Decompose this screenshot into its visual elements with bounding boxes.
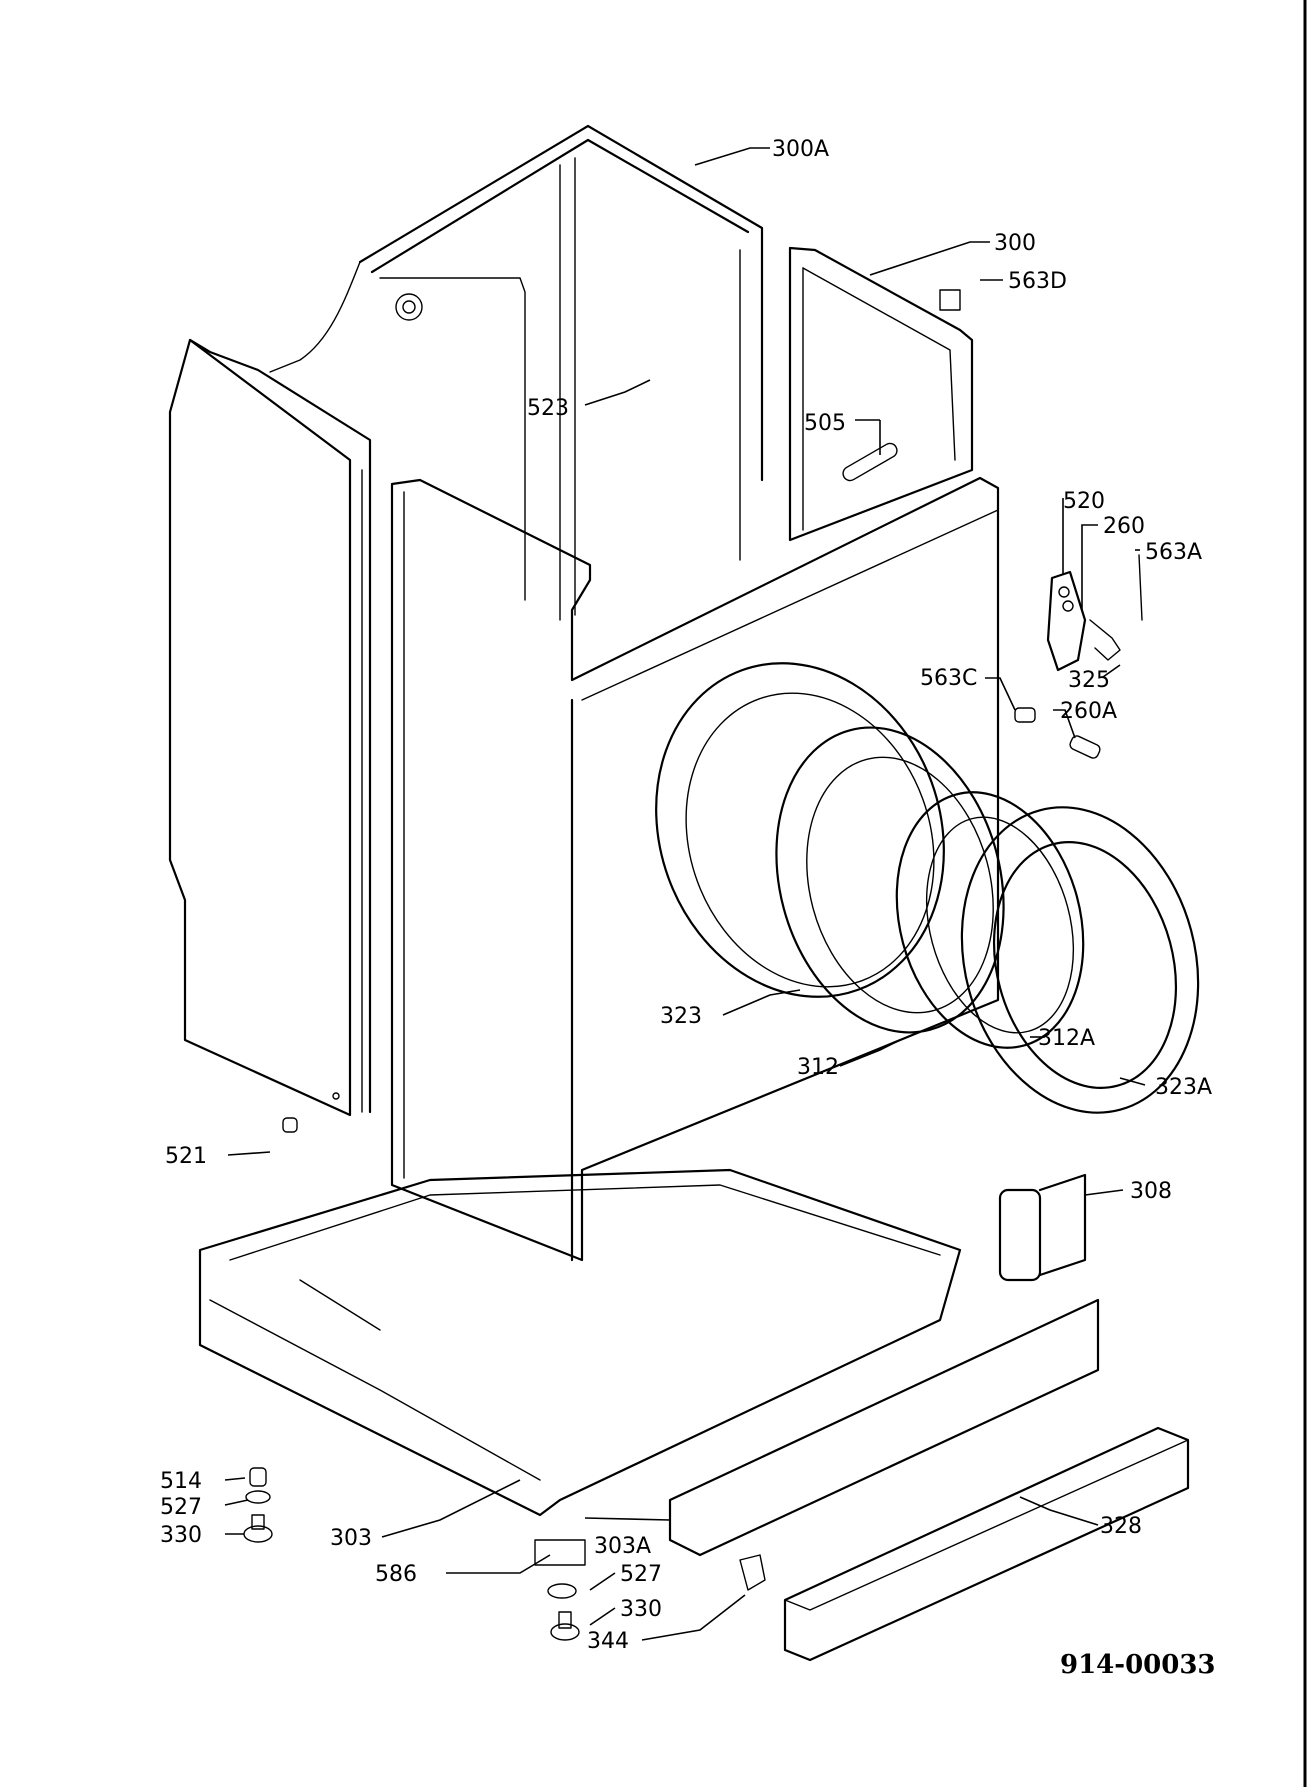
small-parts	[282, 289, 1101, 1133]
base-frame-303	[198, 1168, 962, 1517]
outer-door-ring-323a	[960, 806, 1200, 1114]
label-330-left: 330	[160, 1523, 202, 1548]
label-523: 523	[527, 396, 569, 421]
label-308: 308	[1130, 1179, 1172, 1204]
left-side-panel	[168, 338, 372, 1117]
label-323: 323	[660, 1004, 702, 1029]
foot-parts-left	[243, 1467, 273, 1543]
label-303: 303	[330, 1526, 372, 1551]
label-312A: 312A	[1038, 1026, 1095, 1051]
base-front-panel	[668, 1298, 1100, 1557]
label-330-right: 330	[620, 1597, 662, 1622]
door-glass-312	[895, 791, 1085, 1049]
label-527-right: 527	[620, 1562, 662, 1587]
label-325: 325	[1068, 668, 1110, 693]
label-505: 505	[804, 411, 846, 436]
hinge-520	[1046, 554, 1143, 672]
label-527-left: 527	[160, 1495, 202, 1520]
leader-lines	[224, 147, 1146, 1641]
label-344: 344	[587, 1629, 629, 1654]
label-328: 328	[1100, 1514, 1142, 1539]
kick-plate-328	[783, 1426, 1190, 1662]
rear-frame-300a	[269, 124, 764, 621]
inner-door-frame-323	[775, 726, 1005, 1034]
door-opening	[655, 662, 945, 998]
label-300: 300	[994, 231, 1036, 256]
label-260A: 260A	[1060, 699, 1117, 724]
diagram-reference-number: 914-00033	[1060, 1650, 1216, 1680]
foot-parts-right	[534, 1539, 766, 1641]
label-323A: 323A	[1155, 1075, 1212, 1100]
label-514: 514	[160, 1469, 202, 1494]
top-right-frame-300	[788, 246, 974, 542]
label-303A: 303A	[594, 1534, 651, 1559]
label-563D: 563D	[1008, 269, 1067, 294]
label-312: 312	[797, 1055, 839, 1080]
label-563A: 563A	[1145, 540, 1202, 565]
label-586: 586	[375, 1562, 417, 1587]
hinge-308	[998, 1173, 1087, 1282]
label-300A: 300A	[772, 137, 829, 162]
label-563C: 563C	[920, 666, 977, 691]
part-labels: 300A 300 563D 523 505 520 260 563A 325 5…	[160, 137, 1212, 1654]
label-521: 521	[165, 1144, 207, 1169]
front-cabinet	[390, 476, 1000, 1262]
label-260: 260	[1103, 514, 1145, 539]
label-520: 520	[1063, 489, 1105, 514]
